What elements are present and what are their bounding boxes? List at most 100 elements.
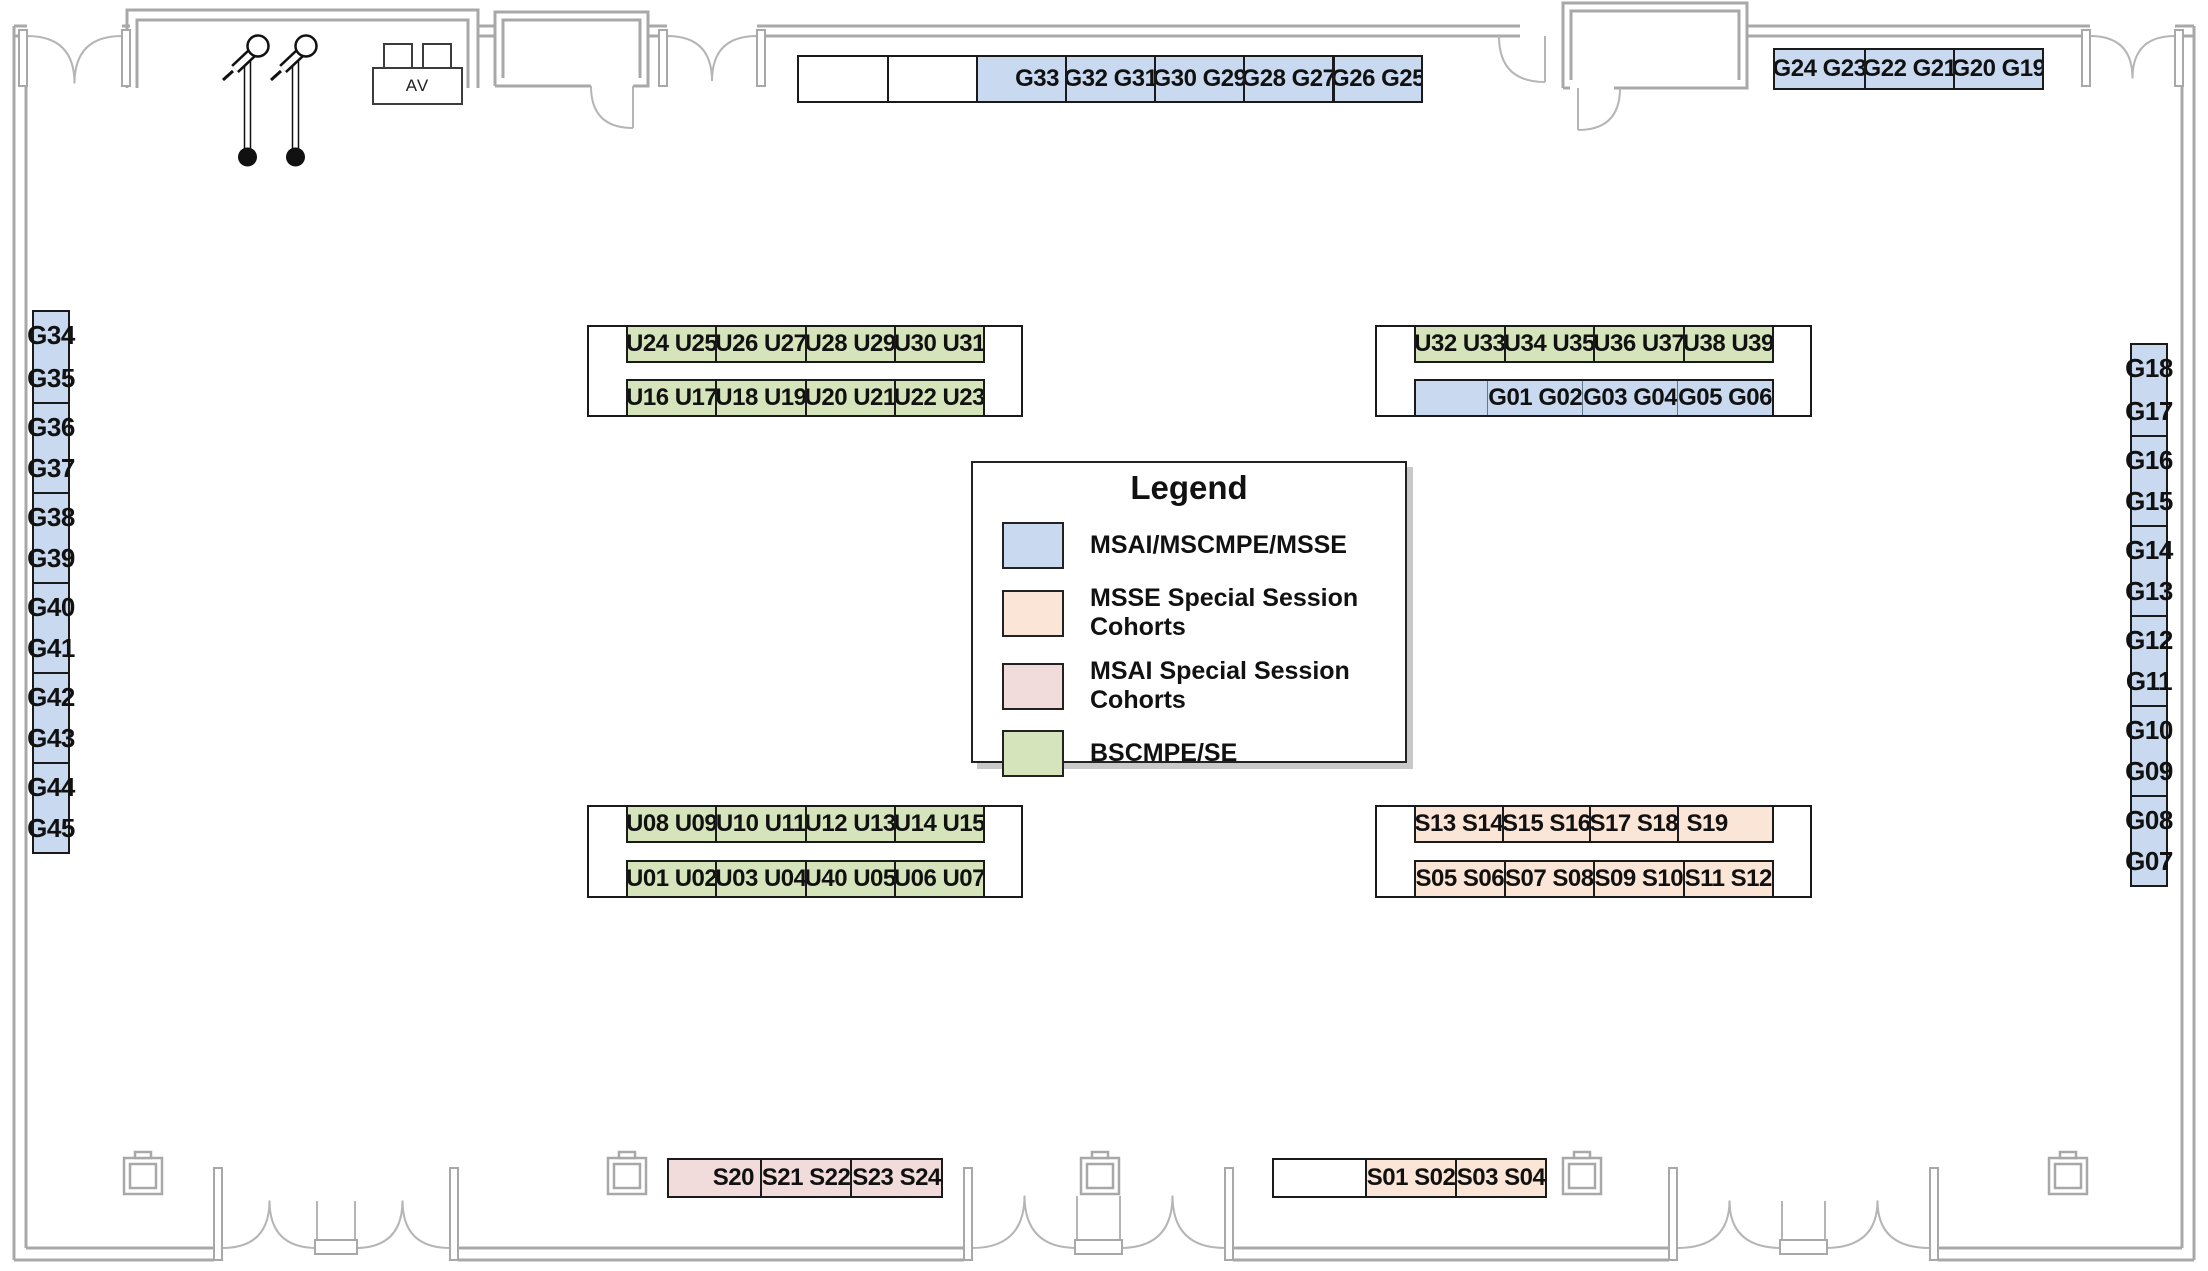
booth-cell: S03 S04	[1455, 1160, 1545, 1196]
booth-cell: U28 U29	[804, 327, 894, 361]
booth-row: G01 G02 G03 G04 G05 G06	[1414, 379, 1774, 417]
legend-swatch	[1002, 662, 1064, 710]
microphone-icon	[221, 34, 270, 167]
booth-cell: U38 U39	[1682, 327, 1772, 361]
booth-table-lower-left: U08 U09 U10 U11 U12 U13 U14 U15 U01 U02 …	[587, 805, 1023, 898]
legend-item: MSAI/MSCMPE/MSSE	[1002, 522, 1405, 569]
booth-cell: U34 U35	[1503, 327, 1593, 361]
legend-label: MSSE Special Session Cohorts	[1090, 584, 1359, 641]
column-box	[1079, 1150, 1121, 1196]
booth-cell: G20 G19	[1953, 50, 2042, 88]
column-box	[606, 1150, 648, 1196]
booth-strip-top-right: G24 G23 G22 G21 G20 G19	[1773, 48, 2044, 90]
booth-cell: U12 U13	[804, 807, 894, 841]
booth-cell: U32 U33	[1416, 327, 1504, 361]
booth-row: S05 S06 S07 S08 S09 S10 S11 S12	[1414, 860, 1774, 898]
legend-item: BSCMPE/SE	[1002, 730, 1405, 777]
booth-cell: S13 S14	[1416, 807, 1502, 841]
column-markers	[122, 1150, 2089, 1196]
legend-title: Legend	[1130, 469, 1248, 506]
booth-row: U01 U02 U03 U04 U40 U05 U06 U07	[626, 860, 985, 898]
booth-table-upper-left: U24 U25 U26 U27 U28 U29 U30 U31 U16 U17 …	[587, 325, 1023, 417]
booth-cell: G26 G25	[1332, 57, 1421, 101]
booth-cell: S19	[1676, 807, 1772, 841]
closet-a	[493, 10, 650, 88]
legend: Legend MSAI/MSCMPE/MSSE MSSE Special Ses…	[971, 461, 1407, 777]
legend-swatch	[1002, 589, 1064, 637]
column-box	[122, 1150, 164, 1196]
booth-cell: U30 U31	[893, 327, 983, 361]
booth-cell: U01 U02	[628, 862, 716, 896]
booth-cell: G03 G04	[1582, 381, 1678, 415]
av-label: AV	[405, 76, 430, 95]
booth-cell: U16 U17	[628, 381, 716, 415]
column-box	[2047, 1150, 2089, 1196]
booth-cell: S09 S10	[1593, 862, 1683, 896]
walls	[12, 1, 2196, 1262]
booth-cell: U20 U21	[804, 381, 894, 415]
booth-strip-bottom-right: S01 S02 S03 S04	[1272, 1158, 1547, 1198]
booth-cell: S11 S12	[1682, 862, 1772, 896]
booth-strip-bottom-left: S20 S21 S22 S23 S24	[667, 1158, 943, 1198]
legend-item: MSSE Special Session Cohorts	[1002, 584, 1405, 642]
booth-cell-empty	[799, 57, 887, 101]
column-box	[1561, 1150, 1603, 1196]
booth-cell: S15 S16	[1501, 807, 1589, 841]
booth-cell: G01 G02	[1487, 381, 1583, 415]
booth-row: U32 U33 U34 U35 U36 U37 U38 U39	[1414, 325, 1774, 363]
booth-table-lower-right: S13 S14 S15 S16 S17 S18 S19 S05 S06 S07 …	[1375, 805, 1812, 898]
booth-row: S13 S14 S15 S16 S17 S18 S19	[1414, 805, 1774, 843]
booth-cell: U06 U07	[893, 862, 983, 896]
booth-cell: G22 G21	[1864, 50, 1953, 88]
closet-b	[1561, 1, 1749, 90]
av-table: AV	[372, 43, 463, 105]
booth-cell: S01 S02	[1365, 1160, 1455, 1196]
av-equipment-box	[383, 43, 413, 69]
door-posts	[18, 29, 2184, 1261]
booth-cell-empty	[1416, 381, 1487, 415]
legend-label: MSAI/MSCMPE/MSSE	[1090, 531, 1347, 559]
booth-cell: G28 G27	[1243, 57, 1332, 101]
booth-cell: S17 S18	[1589, 807, 1677, 841]
booth-cell: G24 G23	[1775, 50, 1864, 88]
booth-row: U16 U17 U18 U19 U20 U21 U22 U23	[626, 379, 985, 417]
booth-cell: U36 U37	[1593, 327, 1683, 361]
booth-cell: U08 U09	[628, 807, 716, 841]
booth-row: U24 U25 U26 U27 U28 U29 U30 U31	[626, 325, 985, 363]
microphone-icon	[269, 34, 318, 167]
booth-cell: S20	[669, 1160, 760, 1196]
legend-label: BSCMPE/SE	[1090, 739, 1238, 767]
booth-cell: U14 U15	[893, 807, 983, 841]
legend-item: MSAI Special Session Cohorts	[1002, 657, 1405, 715]
booth-cell: U22 U23	[893, 381, 983, 415]
booth-strip-top-center: G33 G32 G31 G30 G29 G28 G27 G26 G25	[797, 55, 1423, 103]
booth-row: U08 U09 U10 U11 U12 U13 U14 U15	[626, 805, 985, 843]
booth-cell: G33	[976, 57, 1065, 101]
booth-cell: S23 S24	[850, 1160, 941, 1196]
booth-cell: U18 U19	[715, 381, 805, 415]
booth-cell: S05 S06	[1416, 862, 1504, 896]
booth-cell-empty	[1274, 1160, 1365, 1196]
booth-table-upper-right: U32 U33 U34 U35 U36 U37 U38 U39 G01 G02 …	[1375, 325, 1812, 417]
booth-cell: U03 U04	[715, 862, 805, 896]
booth-cell: G05 G06	[1677, 381, 1772, 415]
av-equipment-box	[422, 43, 452, 69]
booth-cell: G30 G29	[1154, 57, 1243, 101]
booth-cell: U40 U05	[804, 862, 894, 896]
booth-cell: U10 U11	[715, 807, 805, 841]
legend-label: MSAI Special Session Cohorts	[1090, 657, 1350, 714]
booth-cell: U26 U27	[715, 327, 805, 361]
